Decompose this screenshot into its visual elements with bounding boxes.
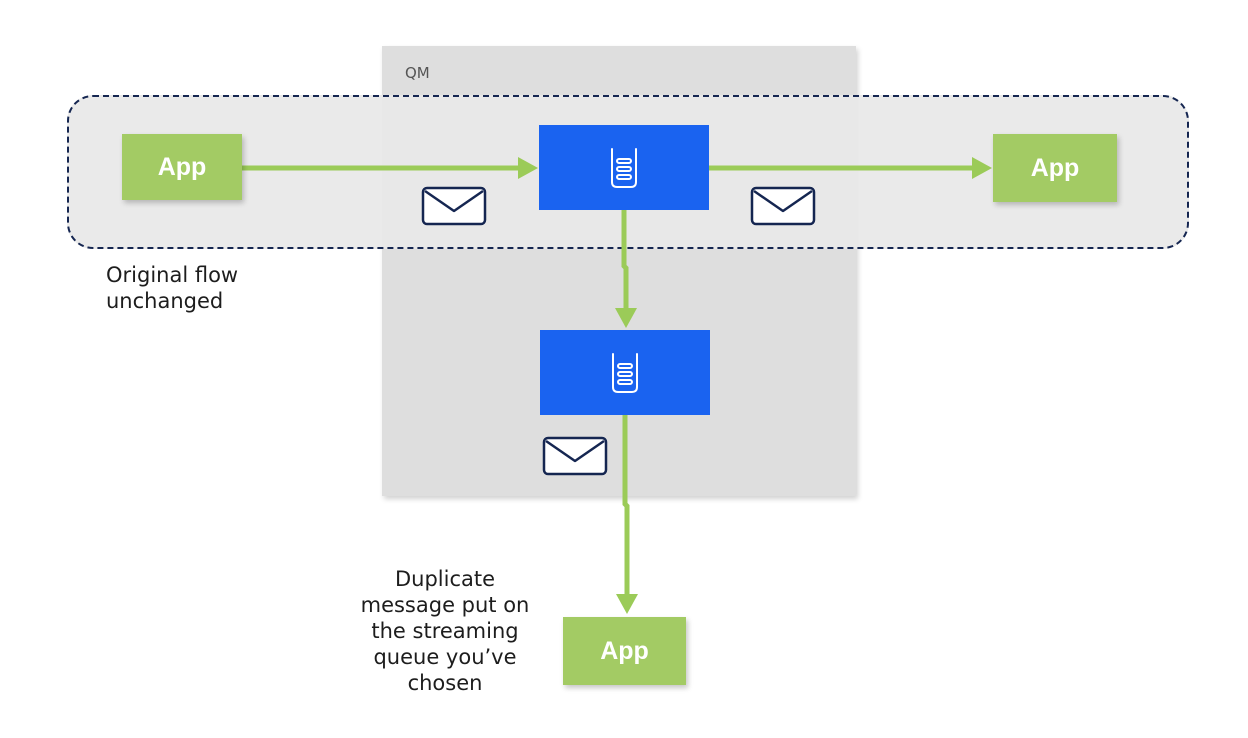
arrowhead-to-queue	[518, 157, 538, 179]
envelope-icon	[421, 186, 487, 226]
connector-queue-to-stream-queue	[621, 210, 629, 312]
arrowhead-to-consumer-app	[616, 594, 638, 614]
queue-icon	[612, 352, 638, 393]
arrowhead-to-receiver-app	[972, 157, 992, 179]
envelope-icon	[750, 186, 816, 226]
connector-stream-queue-to-app	[622, 414, 630, 596]
app-receiver: App	[993, 134, 1117, 202]
arrowhead-to-stream-queue	[615, 308, 637, 328]
duplicate-message-caption: Duplicate message put on the streaming q…	[330, 566, 560, 696]
envelope-icon	[542, 436, 608, 476]
caption-line: Original flow	[106, 263, 239, 287]
streaming-queue	[540, 330, 710, 415]
caption-line: queue you’ve	[373, 645, 517, 669]
caption-line: chosen	[407, 671, 483, 695]
queue-manager-label: QM	[405, 64, 430, 82]
queue-icon	[611, 147, 637, 188]
caption-line: the streaming	[371, 619, 519, 643]
local-queue	[539, 125, 709, 210]
app-sender: App	[122, 134, 242, 200]
caption-line: unchanged	[106, 289, 224, 313]
caption-line: Duplicate	[394, 567, 496, 591]
caption-line: message put on	[360, 593, 530, 617]
original-flow-caption: Original flow unchanged	[106, 262, 306, 314]
app-stream-consumer: App	[563, 617, 686, 685]
